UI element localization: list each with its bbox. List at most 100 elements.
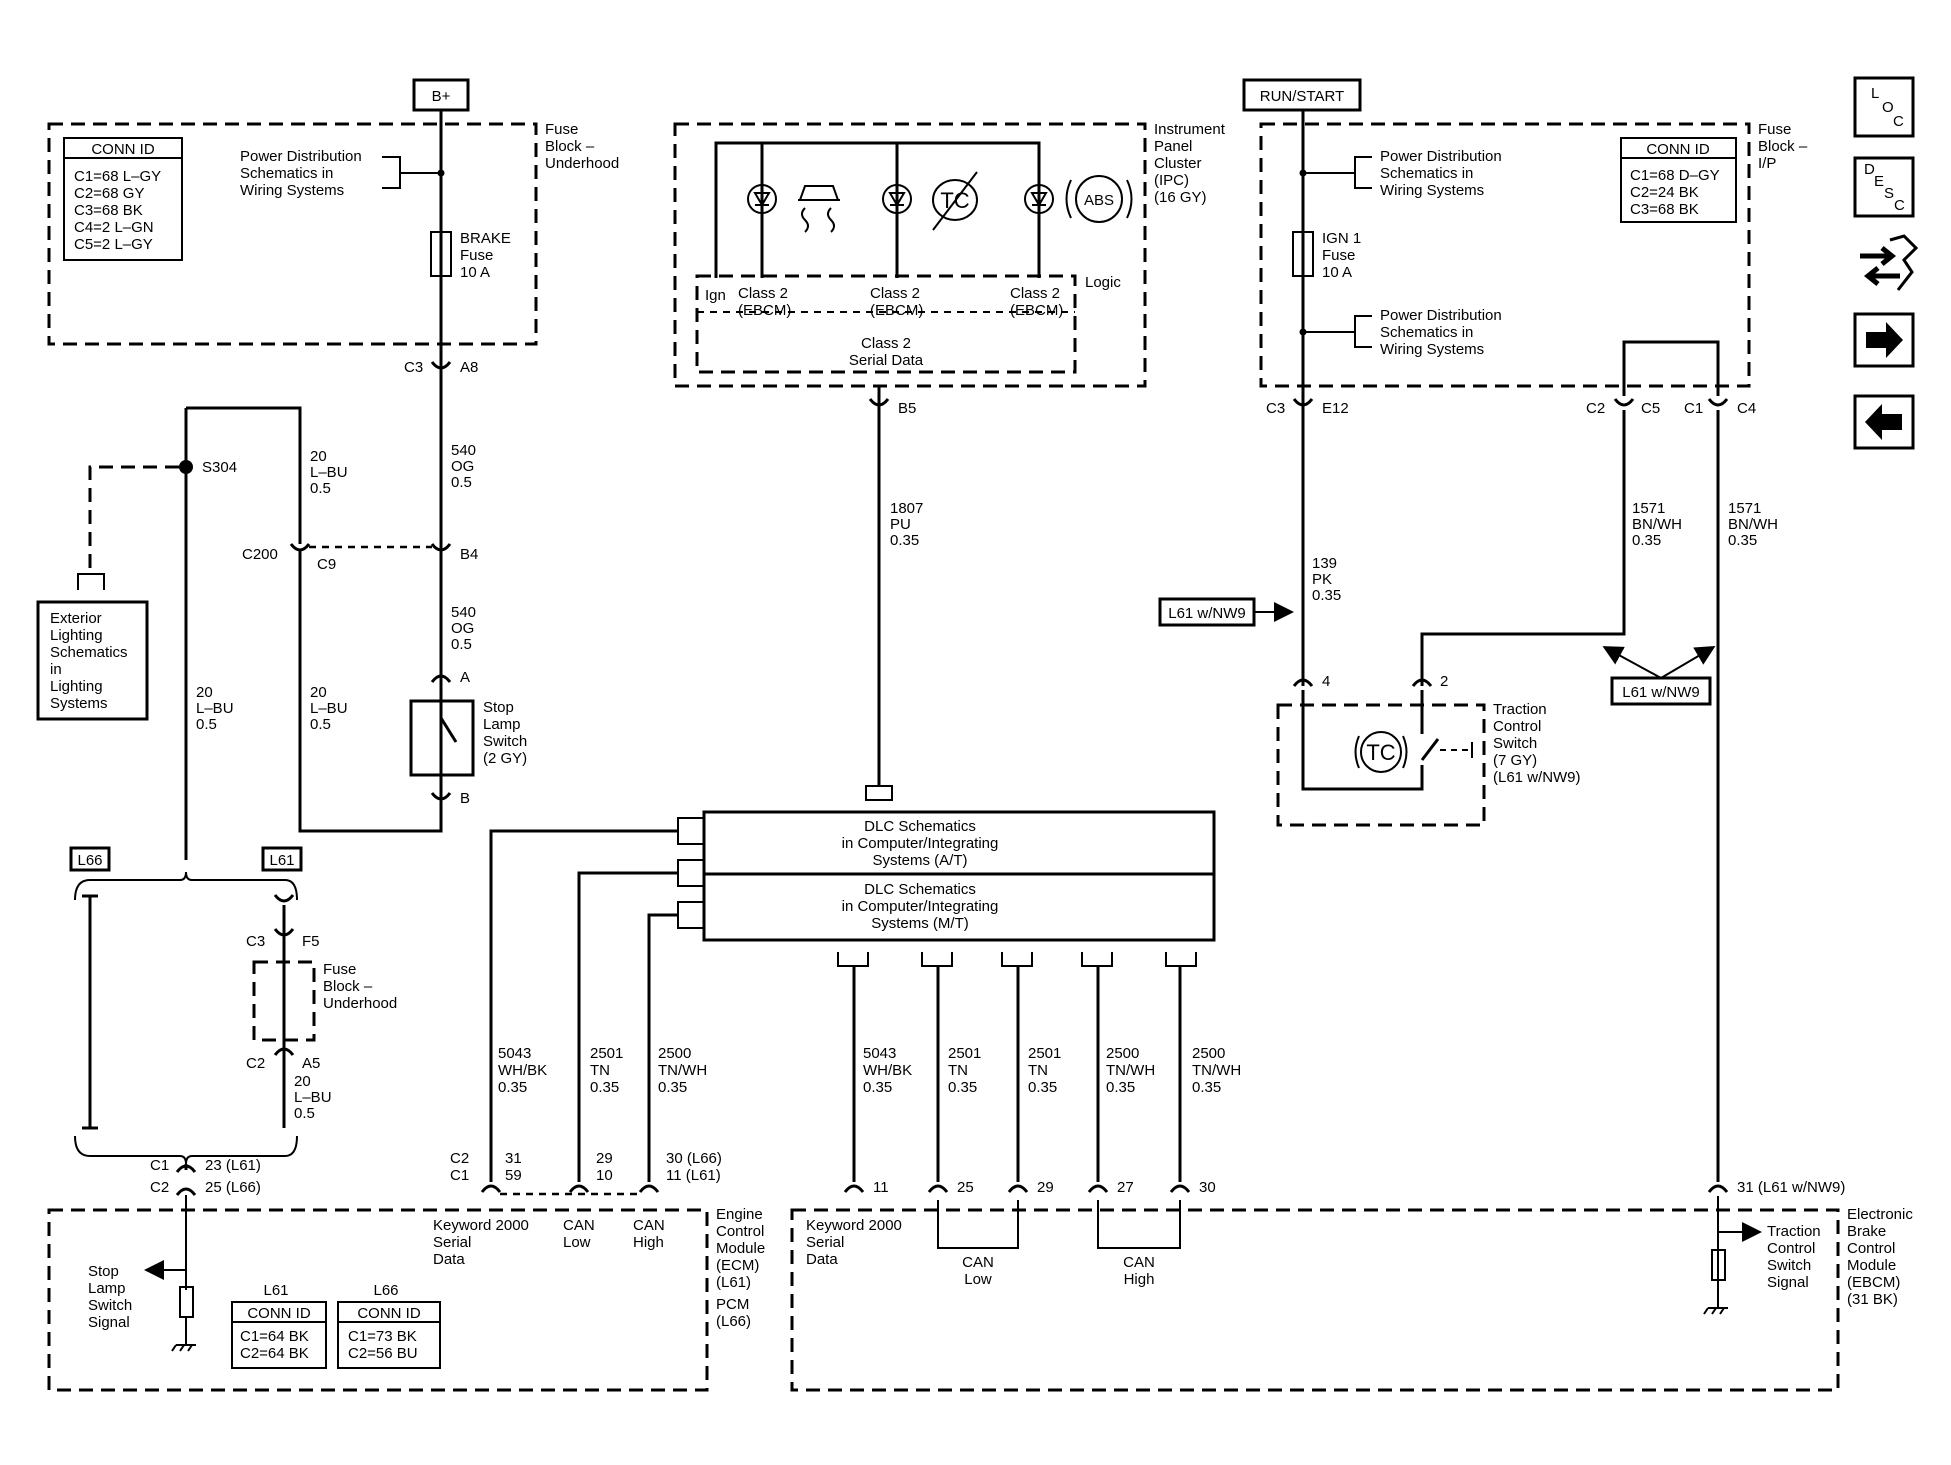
- schematic-label: 0.35: [590, 1079, 619, 1096]
- ebcm-module: Electronic Brake Control Module (EBCM) (…: [790, 1206, 1913, 1392]
- schematic-label: C1: [450, 1167, 469, 1184]
- schematic-label: C2: [1586, 400, 1605, 417]
- schematic-label: 29: [1037, 1179, 1054, 1196]
- schematic-label: 0.5: [294, 1105, 315, 1122]
- schematic-label: Power Distribution: [240, 148, 362, 165]
- schematic-label: Class 2: [1010, 285, 1060, 302]
- schematic-label: 0.5: [310, 716, 331, 733]
- schematic-label: L61 w/NW9: [1168, 605, 1246, 622]
- schematic-label: C2=24 BK: [1630, 184, 1699, 201]
- schematic-label: (EBCM): [1010, 302, 1063, 319]
- schematic-label: C1: [150, 1157, 169, 1174]
- schematic-label: ABS: [1084, 192, 1114, 209]
- fuse-block-underhood-small: Fuse Block – Underhood: [252, 960, 397, 1042]
- schematic-label: L–BU: [294, 1089, 332, 1106]
- schematic-label: 1571: [1728, 500, 1761, 517]
- previous-arrow-button[interactable]: [1853, 394, 1915, 450]
- schematic-label: TC: [1366, 740, 1395, 765]
- schematic-label: 23 (L61): [205, 1157, 261, 1174]
- schematic-label: Lamp: [483, 716, 521, 733]
- b-plus-label: B+: [432, 88, 451, 105]
- schematic-label: Ign: [705, 287, 726, 304]
- schematic-label: Power Distribution: [1380, 307, 1502, 324]
- b-plus-supply: B+: [412, 78, 470, 112]
- schematic-label: Cluster: [1154, 155, 1202, 172]
- schematic-label: 0.35: [658, 1079, 687, 1096]
- option-l66-l61: L66 L61: [69, 846, 303, 1165]
- schematic-label: High: [1124, 1271, 1155, 1288]
- schematic-label: B: [460, 790, 470, 807]
- schematic-label: Systems (A/T): [872, 852, 967, 869]
- schematic-label: Module: [716, 1240, 765, 1257]
- schematic-label: TN/WH: [658, 1062, 707, 1079]
- schematic-label: Class 2: [861, 335, 911, 352]
- schematic-label: 59: [505, 1167, 522, 1184]
- schematic-label: CAN: [633, 1217, 665, 1234]
- traction-skid-icon: [798, 185, 840, 233]
- schematic-label: Block –: [1758, 138, 1808, 155]
- schematic-label: Control: [1847, 1240, 1895, 1257]
- schematic-label: 20: [310, 448, 327, 465]
- schematic-label: A8: [460, 359, 478, 376]
- schematic-label: Panel: [1154, 138, 1192, 155]
- schematic-label: 31 (L61 w/NW9): [1737, 1179, 1845, 1196]
- schematic-label: C1=73 BK: [348, 1328, 417, 1345]
- schematic-label: 10 A: [460, 264, 490, 281]
- schematic-label: Fuse: [1758, 121, 1791, 138]
- schematic-label: (L61 w/NW9): [1493, 769, 1581, 786]
- schematic-label: C5=2 L–GY: [74, 236, 153, 253]
- run-start-label: RUN/START: [1260, 88, 1344, 105]
- schematic-label: BRAKE: [460, 230, 511, 247]
- schematic-label: Brake: [1847, 1223, 1886, 1240]
- schematic-label: Logic: [1085, 274, 1121, 291]
- schematic-label: 2500: [1192, 1045, 1225, 1062]
- next-arrow-button[interactable]: [1853, 312, 1915, 368]
- option-tag-l61-nw9-right: L61 w/NW9: [1602, 645, 1716, 706]
- schematic-label: A5: [302, 1055, 320, 1072]
- schematic-label: Control: [716, 1223, 764, 1240]
- schematic-label: L61 w/NW9: [1622, 684, 1700, 701]
- schematic-label: C3: [1266, 400, 1285, 417]
- schematic-label: PCM: [716, 1296, 749, 1313]
- schematic-label: Power Distribution: [1380, 148, 1502, 165]
- schematic-label: OG: [451, 458, 474, 475]
- schematic-label: 5043: [863, 1045, 896, 1062]
- schematic-label: BN/WH: [1728, 516, 1778, 533]
- schematic-label: 1571: [1632, 500, 1665, 517]
- stop-lamp-switch: A B Stop Lamp Switch (2 GY): [409, 669, 527, 807]
- instrument-panel-cluster: Instrument Panel Cluster (IPC) (16 GY) T…: [673, 121, 1226, 388]
- schematic-label: Signal: [1767, 1274, 1809, 1291]
- schematic-label: PU: [890, 516, 911, 533]
- schematic-label: 20: [294, 1073, 311, 1090]
- schematic-label: L: [1871, 85, 1879, 102]
- schematic-label: 20: [196, 684, 213, 701]
- schematic-label: C200: [242, 546, 278, 563]
- schematic-label: High: [633, 1234, 664, 1251]
- schematic-label: Control: [1767, 1240, 1815, 1257]
- schematic-label: CONN ID: [1646, 141, 1710, 158]
- schematic-label: I/P: [1758, 155, 1776, 172]
- schematic-label: Switch: [1767, 1257, 1811, 1274]
- schematic-label: (EBCM): [870, 302, 923, 319]
- loc-nav-button[interactable]: L O C: [1853, 76, 1915, 138]
- desc-nav-button[interactable]: D E S C: [1853, 156, 1915, 218]
- schematic-label: O: [1882, 99, 1894, 116]
- connector-nav-icon[interactable]: [1860, 234, 1919, 291]
- dlc-schematics: DLC Schematics in Computer/Integrating S…: [677, 810, 1216, 967]
- schematic-label: C: [1894, 197, 1905, 214]
- schematic-label: DLC Schematics: [864, 818, 976, 835]
- schematic-label: (EBCM): [738, 302, 791, 319]
- schematic-label: Serial Data: [849, 352, 924, 369]
- schematic-label: Class 2: [738, 285, 788, 302]
- schematic-label: 4: [1322, 673, 1330, 690]
- schematic-label: Fuse: [460, 247, 493, 264]
- schematic-label: TN: [590, 1062, 610, 1079]
- schematic-label: C1=68 L–GY: [74, 168, 161, 185]
- schematic-label: Traction: [1767, 1223, 1821, 1240]
- schematic-label: C4: [1737, 400, 1756, 417]
- schematic-label: 0.35: [1028, 1079, 1057, 1096]
- schematic-label: 5043: [498, 1045, 531, 1062]
- schematic-label: 0.5: [451, 474, 472, 491]
